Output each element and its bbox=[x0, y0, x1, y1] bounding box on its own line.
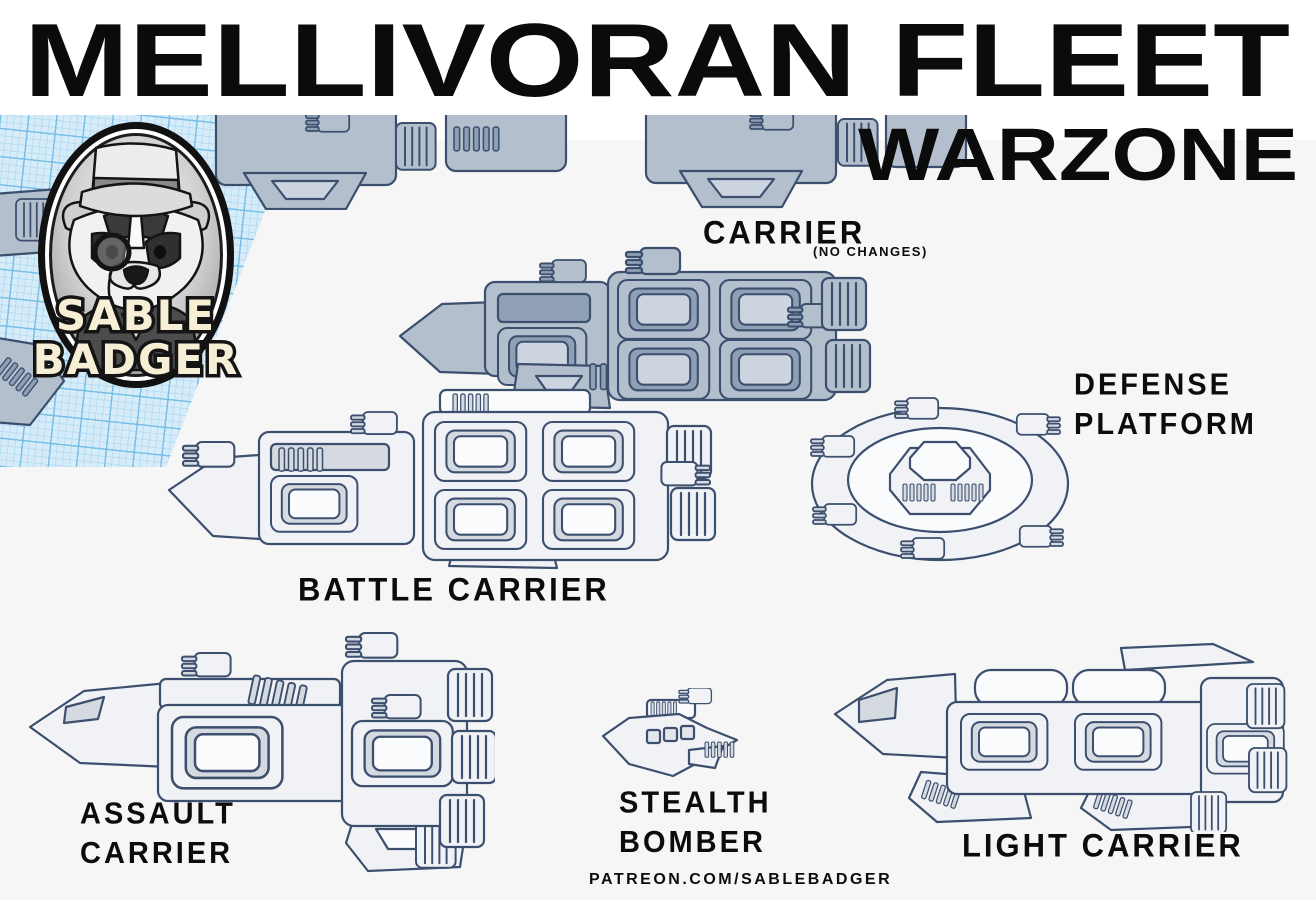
assault-carrier-label: ASSAULT CARRIER bbox=[80, 795, 236, 873]
defense-platform-label-line2: PLATFORM bbox=[1074, 407, 1257, 442]
stealth-bomber-label-line1: STEALTH bbox=[619, 786, 772, 821]
poster-title-text: MELLIVORAN FLEET bbox=[24, 3, 1290, 112]
assault-carrier-label-line2: CARRIER bbox=[80, 836, 234, 871]
stealth-bomber-label: STEALTH BOMBER bbox=[619, 784, 772, 862]
assault-carrier-label-line1: ASSAULT bbox=[80, 797, 236, 832]
poster-subtitle-text: WARZONE bbox=[858, 118, 1298, 192]
ship-light-carrier bbox=[833, 642, 1288, 832]
defense-platform-label: DEFENSE PLATFORM bbox=[1074, 366, 1257, 444]
monocle bbox=[92, 232, 132, 314]
ship-assault-carrier bbox=[28, 631, 495, 873]
stealth-bomber-label-line2: BOMBER bbox=[619, 825, 766, 860]
carrier-note: (NO CHANGES) bbox=[813, 244, 928, 259]
light-carrier-label: LIGHT CARRIER bbox=[962, 827, 1244, 865]
logo-text-line1: SABLE bbox=[56, 291, 216, 340]
logo-text-line2: BADGER bbox=[33, 335, 240, 384]
defense-platform-label-line1: DEFENSE bbox=[1074, 368, 1232, 403]
ship-stealth-bomber bbox=[601, 688, 739, 778]
carrier-label: CARRIER bbox=[703, 214, 866, 252]
ship-defense-platform bbox=[810, 397, 1070, 562]
sable-badger-logo: SABLE BADGER bbox=[29, 118, 241, 392]
ship-carrier bbox=[398, 246, 872, 410]
battle-carrier-label: BATTLE CARRIER bbox=[298, 571, 610, 609]
poster-title: MELLIVORAN FLEET bbox=[24, 3, 1290, 112]
poster-subtitle: WARZONE bbox=[858, 118, 1298, 192]
ship-battle-carrier bbox=[167, 388, 717, 570]
patreon-url: PATREON.COM/SABLEBADGER bbox=[589, 871, 893, 888]
badger-illustration bbox=[61, 142, 211, 372]
top-hat bbox=[78, 142, 194, 218]
background-ships-top bbox=[214, 115, 968, 210]
